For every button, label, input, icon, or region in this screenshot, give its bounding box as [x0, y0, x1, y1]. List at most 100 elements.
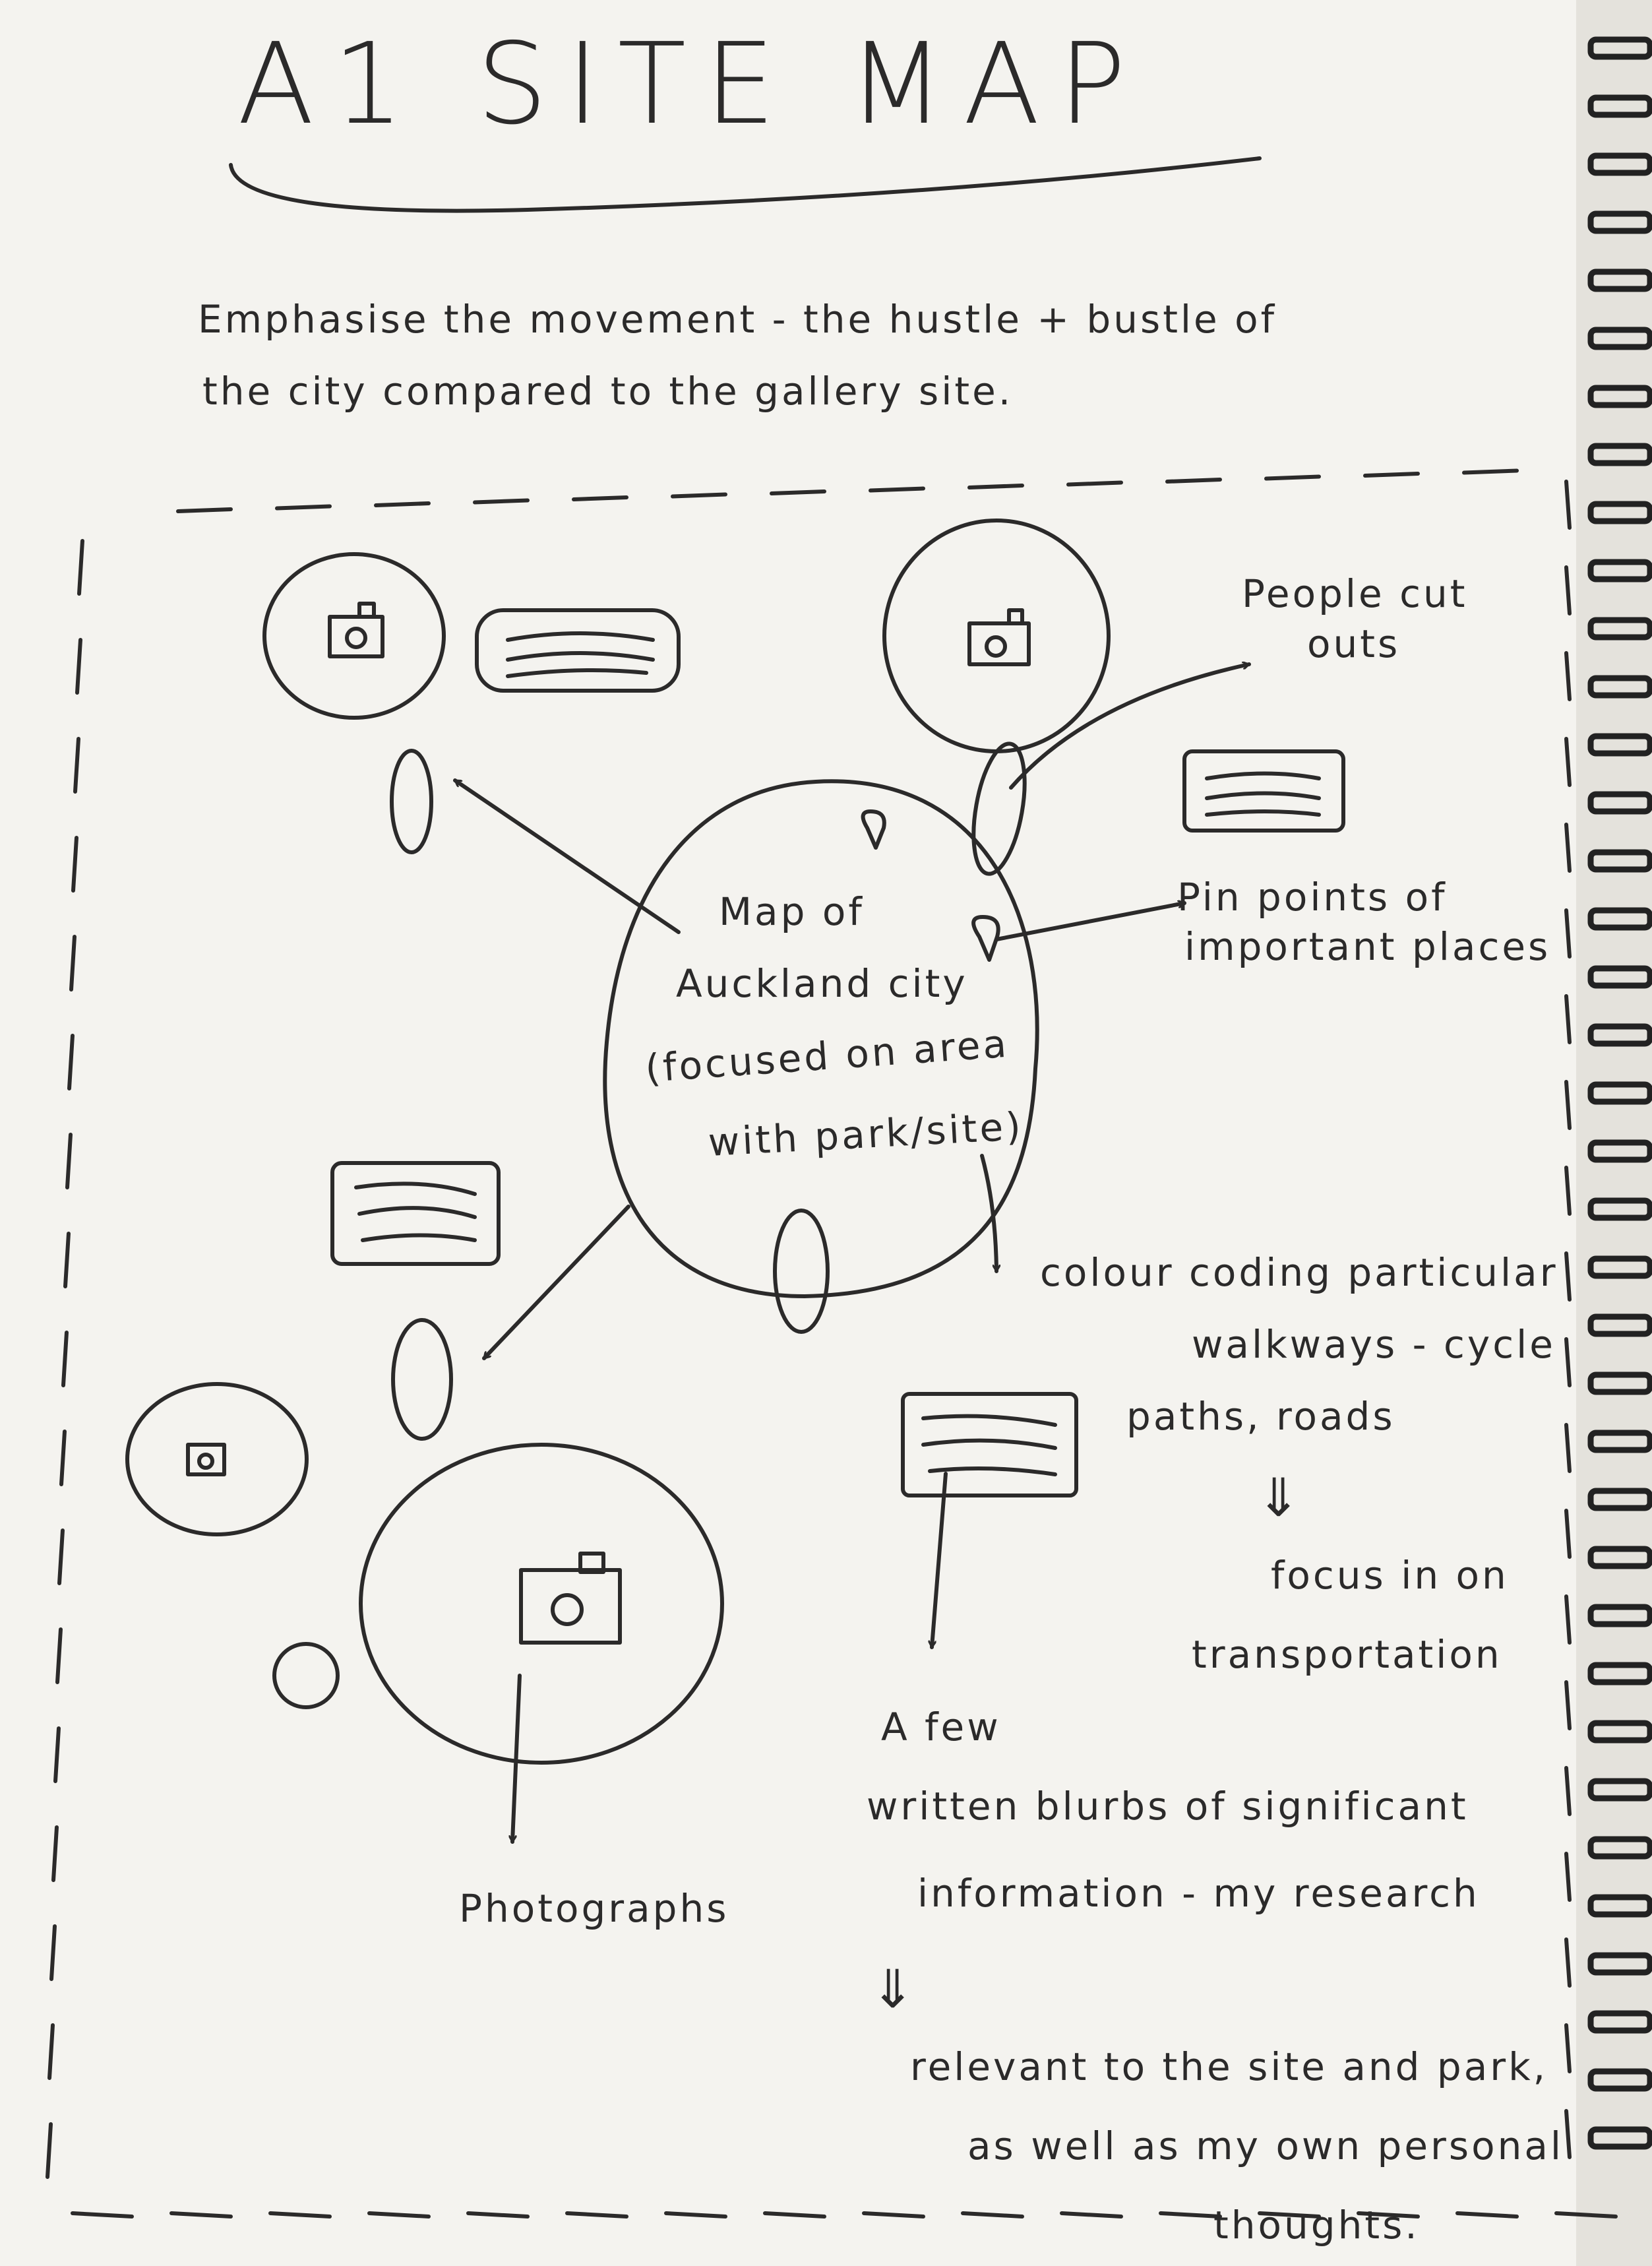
people-cutout: [971, 741, 1027, 876]
binding-ring: [1587, 1255, 1652, 1279]
people-cutout: [391, 1318, 453, 1441]
colour-note-3: paths, roads: [1126, 1394, 1395, 1439]
border-dash: [1165, 478, 1222, 484]
blurbs-note-1: A few: [881, 1705, 1001, 1749]
border-dash: [1564, 565, 1572, 615]
photo-circle: [359, 1443, 724, 1765]
border-dash: [59, 1430, 67, 1486]
border-dash: [565, 2211, 628, 2219]
binding-ring: [1587, 1081, 1652, 1105]
border-dash: [1564, 908, 1572, 959]
map-label-4: with park/site): [707, 1104, 1024, 1165]
border-dash: [1455, 2211, 1519, 2219]
border-dash: [51, 1825, 59, 1882]
border-dash: [57, 1528, 65, 1585]
border-dash: [1564, 1337, 1572, 1387]
border-dash: [1564, 1423, 1572, 1473]
spiral-binding: [1587, 36, 1652, 2150]
arrow: [994, 903, 1186, 941]
border-dash: [1564, 2023, 1572, 2073]
binding-ring: [1587, 907, 1652, 931]
border-dash: [1258, 2211, 1321, 2219]
border-dash: [1357, 2211, 1420, 2219]
border-dash: [67, 1034, 75, 1090]
border-dash: [466, 2211, 530, 2219]
border-dash: [664, 2211, 727, 2219]
people-cutout: [390, 749, 433, 854]
binding-ring: [1587, 559, 1652, 582]
dashed-border: [46, 468, 1618, 2219]
border-dash: [47, 2023, 55, 2080]
border-dash: [1564, 1937, 1572, 1988]
transport-note-2: transportation: [1192, 1632, 1502, 1677]
border-dash: [770, 489, 826, 495]
border-dash: [1060, 2211, 1123, 2219]
border-dash: [53, 1726, 61, 1783]
border-dash: [1564, 1509, 1572, 1559]
border-dash: [275, 504, 332, 511]
binding-ring: [1587, 1197, 1652, 1221]
binding-ring: [1587, 327, 1652, 350]
border-dash: [1564, 1251, 1572, 1302]
border-dash: [1264, 474, 1321, 481]
map-label-1: Map of: [719, 889, 865, 934]
border-dash: [75, 638, 82, 695]
border-dash: [176, 507, 233, 513]
binding-ring: [1587, 1952, 1652, 1976]
binding-ring: [1587, 1894, 1652, 1918]
intro-line-1: Emphasise the movement - the hustle + bu…: [198, 297, 1277, 342]
binding-ring: [1587, 965, 1652, 989]
blurb-box: [1182, 749, 1345, 833]
pin-icon: [971, 915, 1000, 962]
border-dash: [671, 492, 727, 499]
binding-ring: [1587, 1662, 1652, 1685]
border-dash: [1363, 472, 1420, 478]
border-dash: [1564, 480, 1572, 530]
binding-ring: [1587, 268, 1652, 292]
map-blob: [603, 779, 1039, 1298]
arrow: [932, 1472, 948, 1649]
border-dash: [65, 1133, 73, 1189]
camera-icon: [519, 1552, 622, 1645]
border-dash: [169, 2211, 233, 2219]
border-dash: [77, 539, 84, 596]
blurb-box: [901, 1392, 1078, 1497]
arrow: [512, 1674, 522, 1844]
binding-ring: [1587, 210, 1652, 234]
border-dash: [1564, 2109, 1572, 2159]
binding-ring: [1587, 501, 1652, 524]
page-edge: [1576, 0, 1652, 2266]
blurb-box: [330, 1161, 501, 1266]
people-note-1: People cut: [1242, 571, 1468, 616]
border-dash: [1564, 823, 1572, 873]
blurbs-note-3: information - my research: [917, 1871, 1480, 1916]
binding-ring: [1587, 1778, 1652, 1802]
down-arrow: ⇓: [1256, 1467, 1303, 1528]
camera-icon: [967, 608, 1031, 666]
arrow: [980, 1154, 996, 1273]
people-note-2: outs: [1307, 621, 1400, 666]
colour-note-1: colour coding particular: [1040, 1250, 1558, 1295]
blurb-lines: [1205, 771, 1321, 817]
border-dash: [961, 2211, 1024, 2219]
binding-ring: [1587, 1371, 1652, 1395]
photo-circle: [262, 552, 446, 720]
relevant-note-1: relevant to the site and park,: [910, 2044, 1548, 2089]
pin-icon: [861, 809, 886, 850]
border-dash: [1564, 651, 1572, 701]
border-dash: [967, 484, 1024, 489]
pins-note-1: Pin points of: [1177, 875, 1448, 920]
border-dash: [49, 1924, 57, 1981]
binding-ring: [1587, 1604, 1652, 1627]
binding-ring: [1587, 733, 1652, 757]
down-arrow: ⇓: [871, 1959, 917, 2020]
border-dash: [71, 2211, 134, 2219]
border-dash: [61, 1331, 69, 1387]
binding-ring: [1587, 94, 1652, 118]
arrow: [482, 1205, 630, 1360]
border-dash: [1554, 2211, 1618, 2219]
relevant-note-2: as well as my own personal: [967, 2124, 1564, 2168]
title-underline: [229, 156, 1262, 213]
border-dash: [763, 2211, 826, 2219]
